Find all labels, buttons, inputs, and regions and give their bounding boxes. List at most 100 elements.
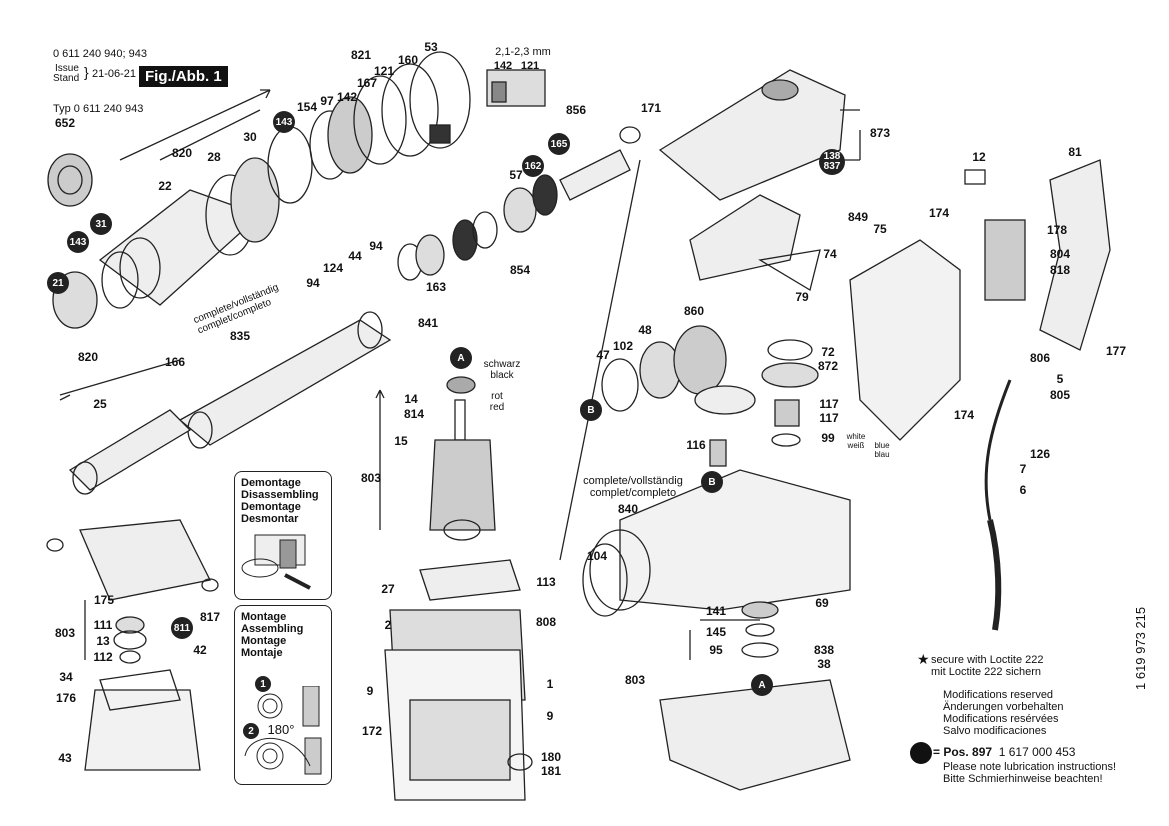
part-label: 2 [384, 618, 392, 632]
part-label: 803 [624, 673, 646, 687]
part-label: 180 [540, 750, 562, 764]
part-label: 79 [795, 290, 809, 304]
circled-double-text: 138 [823, 151, 841, 162]
chuck-assembly-drawing [47, 51, 546, 401]
wire-white-en: white [846, 432, 866, 441]
part-label: 163 [425, 280, 447, 294]
part-label: 104 [586, 549, 608, 563]
part-label: 30 [243, 130, 257, 144]
motor-drawing [384, 376, 533, 801]
part-label: 53 [424, 40, 438, 54]
part-label: 181 [540, 764, 562, 778]
part-label: 167 [356, 76, 378, 90]
assembly-en: Assembling [241, 623, 304, 635]
part-label: 175 [93, 593, 115, 607]
part-label: 81 [1068, 145, 1082, 159]
inset-part-121: 121 [520, 60, 540, 72]
part-label: 99 [821, 431, 835, 445]
gear-housing-drawing [582, 325, 851, 791]
part-label: 25 [93, 397, 107, 411]
part-label: 835 [229, 329, 251, 343]
loctite-de: mit Loctite 222 sichern [931, 666, 1042, 678]
complete-label-housing-2: complet/completo [589, 487, 677, 499]
spindle-assembly-drawing [59, 126, 641, 561]
assembly-box: Montage Assembling Montage Montaje 1 2 1… [234, 605, 332, 785]
part-label: 174 [953, 408, 975, 422]
part-label: 803 [360, 471, 382, 485]
part-label: 873 [869, 126, 891, 140]
part-label: 48 [638, 323, 652, 337]
part-label: 166 [164, 355, 186, 369]
part-label: 817 [199, 610, 221, 624]
part-label: 28 [207, 150, 221, 164]
part-label: 174 [928, 206, 950, 220]
part-label: 841 [417, 316, 439, 330]
part-label: 117 [819, 397, 839, 411]
mods-fr: Modifications resérvées [943, 713, 1059, 725]
issue-date: 21-06-21 [92, 68, 137, 80]
disassembly-box: Demontage Disassembling Demontage Desmon… [234, 471, 332, 600]
circled-label: 21 [47, 272, 69, 294]
part-label: 9 [366, 684, 374, 698]
circled-label: 143 [67, 231, 89, 253]
part-label: 5 [1056, 372, 1064, 386]
part-label: 176 [55, 691, 77, 705]
circled-double-text: 837 [823, 161, 841, 172]
wire-white-de: weiß [847, 441, 865, 450]
wire-black-de: schwarz [483, 359, 521, 370]
part-label: 126 [1029, 447, 1051, 461]
step-1-badge: 1 [255, 676, 271, 692]
inset-part-142: 142 [493, 60, 513, 72]
loctite-note: ★ secure with Loctite 222 mit Loctite 22… [917, 652, 1044, 678]
part-label: 141 [705, 604, 727, 618]
pos-label: = Pos. [933, 745, 969, 759]
part-label: 820 [77, 350, 99, 364]
part-label: 124 [322, 261, 344, 275]
part-label: 97 [320, 94, 334, 108]
part-label: 849 [847, 210, 869, 224]
part-label: 102 [612, 339, 634, 353]
part-label: 69 [815, 596, 829, 610]
mods-en: Modifications reserved [943, 689, 1054, 701]
part-label: 142 [336, 90, 358, 104]
part-label: 38 [817, 657, 831, 671]
circled-label: 31 [90, 213, 112, 235]
dimension-label: 2,1-2,3 mm [495, 46, 551, 58]
document-number: 1 619 973 215 [1133, 606, 1148, 690]
part-label: 856 [565, 103, 587, 117]
part-label: 15 [394, 434, 408, 448]
part-label: 9 [546, 709, 554, 723]
part-label: 42 [193, 643, 207, 657]
part-label: 840 [617, 502, 639, 516]
part-label: 121 [373, 64, 395, 78]
part-label: 806 [1029, 351, 1051, 365]
part-label: 805 [1049, 388, 1071, 402]
modifications-note: Modifications reserved Änderungen vorbeh… [943, 689, 1063, 737]
brace: } [84, 64, 89, 80]
model-numbers: 0 611 240 940; 943 [53, 48, 147, 60]
lubrication-note: Please note lubrication instructions! Bi… [943, 761, 1116, 785]
disassembly-fr: Demontage [241, 501, 301, 513]
part-label: 116 [686, 438, 706, 452]
circled-label: 811 [171, 617, 193, 639]
mods-de: Änderungen vorbehalten [943, 701, 1064, 713]
step-2-badge: 2 [243, 723, 259, 739]
lube-de: Bitte Schmierhinweise beachten! [943, 773, 1103, 785]
disassembly-en: Disassembling [241, 489, 319, 501]
part-label: 6 [1019, 483, 1027, 497]
part-label: 14 [404, 392, 418, 406]
part-label: 74 [823, 247, 837, 261]
circled-label: 162 [522, 155, 544, 177]
part-label: 804 [1049, 247, 1071, 261]
complete-label-housing-1: complete/vollständig [583, 475, 683, 487]
lube-en: Please note lubrication instructions! [943, 761, 1117, 773]
part-label: 13 [96, 634, 110, 648]
handle-cover-drawing [658, 69, 1111, 631]
part-label: 47 [596, 348, 610, 362]
brush-removal-illustration [241, 534, 311, 590]
part-label: 814 [403, 407, 425, 421]
part-label: 75 [873, 222, 887, 236]
